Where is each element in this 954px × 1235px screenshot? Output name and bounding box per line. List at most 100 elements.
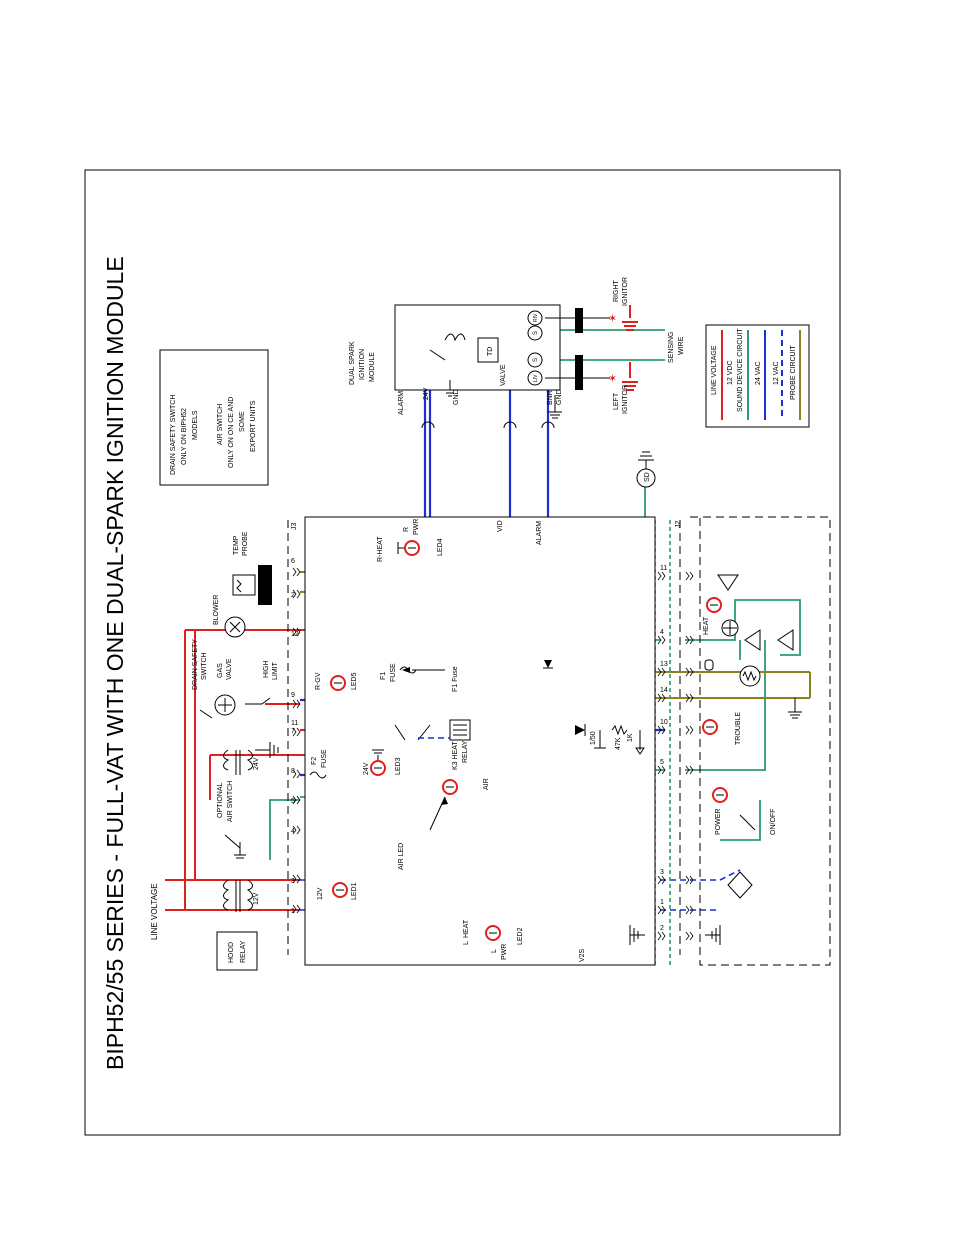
right-ignitor-label-1: RIGHT [613, 280, 620, 303]
transformer-12v-label: 12V [253, 892, 260, 905]
rgv-label: R-GV [315, 672, 322, 690]
onoff-label: ON/OFF [770, 809, 777, 835]
l-heat-label-1: L [463, 941, 470, 945]
j3-pin-12: 12 [291, 631, 299, 638]
td-box [477, 337, 499, 363]
right-ignitor-label-2: IGNITOR [622, 277, 629, 306]
v2s-label: V2S [579, 948, 586, 962]
bridge-rectifier [727, 871, 753, 899]
j2-pin-2: 2 [660, 925, 664, 932]
j2-pin-4: 4 [660, 629, 664, 636]
j3-pin-3: 3 [291, 878, 295, 885]
sensing-wire-label-1: SENSING [668, 331, 675, 363]
pin-alarm: ALARM [398, 391, 405, 415]
riv-label: RIV [533, 313, 539, 322]
j2-chevrons [657, 571, 694, 941]
j2-pin-11: 11 [660, 565, 667, 572]
ignitors: ✶ ✶ RIGHT IGNITOR LEFT IGNITOR SENSING W… [545, 277, 685, 414]
note-line-3: MODELS [192, 410, 199, 440]
ignition-module: DUAL SPARK IGNITION MODULE TD ALARM 24V … [349, 304, 563, 419]
led1-12v-label: 12V [317, 887, 324, 900]
j3-pins: 1 3 4 5 6 7 8 9 11 12 2 [291, 558, 299, 915]
j2-pin-1: 1 [660, 899, 664, 906]
legend-12vdc: 12 VDC [727, 360, 734, 385]
pin-bnr: BNR [547, 390, 554, 405]
led3-24v-label: 24V [363, 762, 370, 775]
line-voltage-label: LINE VOLTAGE [150, 883, 159, 940]
gas-valve: GAS VALVE [214, 658, 236, 716]
j2-pin-10: 10 [660, 719, 668, 726]
right-spark-icon: ✶ [608, 313, 617, 325]
high-limit-label-2: LIMIT [272, 661, 279, 680]
onoff-switch [739, 814, 756, 831]
r1k-label: 1K [627, 733, 634, 742]
s-terminal-right [527, 325, 543, 341]
s-label-right: S [533, 331, 539, 335]
air-led: AIR AIR LED [398, 778, 490, 870]
led4-label: LED4 [437, 538, 444, 556]
transformer-24v: 24V [223, 742, 279, 775]
j3-pin-1: 1 [291, 908, 295, 915]
vid-label: VID [497, 520, 504, 532]
note-line-2: ONLY ON BIPH52 [181, 408, 188, 465]
note-line-4: AIR SWITCH [217, 404, 224, 445]
s-terminal-left [527, 352, 543, 368]
trouble-label: TROUBLE [735, 712, 742, 745]
legend-line-voltage: LINE VOLTAGE [711, 345, 718, 395]
j3-pin-9: 9 [291, 692, 295, 699]
j3-pin-7: 7 [291, 728, 295, 735]
led5-label: LED5 [351, 672, 358, 690]
note-line-1: DRAIN SAFETY SWITCH [170, 395, 177, 475]
left-insulator [575, 355, 583, 390]
hood-relay-label-2: RELAY [240, 940, 247, 963]
heat-label: HEAT [703, 616, 710, 635]
k3-heat-relay: K3 HEAT RELAY [394, 719, 471, 770]
temp-probe-label-1: TEMP [233, 535, 240, 555]
optional-air-switch: OPTIONAL AIR SWITCH [217, 781, 246, 859]
temp-probe-label-2: PROBE [242, 531, 249, 556]
led3-label: LED3 [395, 757, 402, 775]
high-limit-label-1: HIGH [263, 661, 270, 679]
sensing-wire-label-2: WIRE [678, 336, 685, 355]
transformer-ground-icon [255, 742, 279, 758]
left-ignitor-ground [622, 362, 638, 391]
drain-safety-label-2: SWITCH [201, 652, 208, 680]
air-switch-label-1: OPTIONAL [217, 782, 224, 818]
module-switch [429, 349, 446, 361]
pin-24v: 24V [423, 387, 430, 400]
led5-rgv: R-GV LED5 [315, 672, 358, 691]
td-label: TD [487, 347, 494, 356]
legend-sound-device: SOUND DEVICE CIRCUIT [737, 328, 744, 412]
riv-terminal [527, 310, 543, 326]
liv-label: LIV [533, 374, 539, 382]
air-switch-label-2: AIR SWITCH [227, 781, 234, 822]
j3-pin-8: 8 [291, 768, 295, 775]
gas-valve-label-1: GAS [217, 663, 224, 678]
left-ignitor-label-1: LEFT [613, 392, 620, 410]
j3-pin-6: 6 [291, 558, 295, 565]
module-title-1: DUAL SPARK [349, 341, 356, 385]
transformer-12v: 12V [223, 879, 260, 912]
l-pwr-label-2: PWR [501, 944, 508, 960]
note-box: DRAIN SAFETY SWITCH ONLY ON BIPH52 MODEL… [159, 349, 269, 486]
j3-pin-2: 2 [291, 592, 295, 599]
r47k-label: 47K [615, 737, 622, 750]
led1-label: LED1 [351, 882, 358, 900]
module-coil [444, 333, 466, 342]
pin-valve: VALVE [500, 364, 507, 386]
trouble-network: 1/50 47K 1K [543, 660, 645, 755]
j2-pin-numbers: 1 2 3 4 5 10 14 13 11 [660, 565, 668, 932]
led2-label: LED2 [517, 927, 524, 945]
f2-fuse: F2 FUSE [309, 749, 328, 779]
legend-24vac: 24 VAC [755, 361, 762, 385]
air-led-label: AIR LED [398, 843, 405, 870]
j3-pin-11: 11 [291, 720, 298, 727]
sd-label: SD [644, 472, 651, 482]
alarm-board-label: ALARM [536, 521, 543, 545]
k3-heat-label: K3 HEAT [452, 741, 459, 770]
temp-probe: TEMP PROBE [232, 531, 272, 605]
high-limit: HIGH LIMIT [245, 661, 279, 705]
j2-pin-5: 5 [660, 759, 664, 766]
k3-relay-label: RELAY [462, 740, 469, 763]
